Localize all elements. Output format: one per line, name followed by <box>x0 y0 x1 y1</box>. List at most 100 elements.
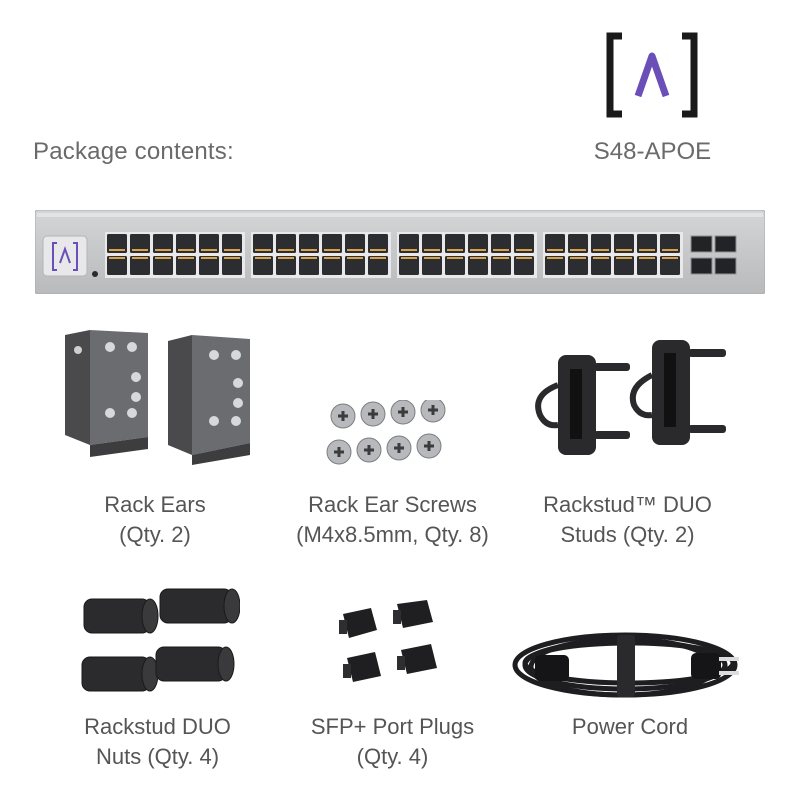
rj45-port <box>468 234 488 253</box>
rj45-port <box>153 234 173 253</box>
port-led-icon <box>493 257 509 259</box>
screw-cross-icon <box>368 409 378 419</box>
port-led-icon <box>178 257 194 259</box>
rj45-port <box>176 234 196 253</box>
rj45-port <box>253 256 273 275</box>
rj45-port <box>399 234 419 253</box>
rj45-port <box>276 256 296 275</box>
port-led-icon <box>470 249 486 251</box>
caption-rack-ear-screws: Rack Ear Screws(M4x8.5mm, Qty. 8) <box>296 492 489 547</box>
rj45-port <box>422 256 442 275</box>
rj45-port <box>591 256 611 275</box>
rj45-port <box>107 234 127 253</box>
port-led-icon <box>424 257 440 259</box>
sfp-plugs-icon <box>339 600 437 682</box>
page-title: Package contents: <box>33 138 234 165</box>
port-led-icon <box>662 249 678 251</box>
screw-cross-icon <box>334 447 344 457</box>
port-led-icon <box>401 249 417 251</box>
port-led-icon <box>493 249 509 251</box>
brand-logo-icon <box>606 32 698 118</box>
rj45-port <box>299 256 319 275</box>
rack-ears-icon <box>65 330 250 465</box>
rj45-port <box>253 234 273 253</box>
rj45-port <box>299 234 319 253</box>
port-led-icon <box>547 257 563 259</box>
port-led-icon <box>639 257 655 259</box>
rj45-port <box>514 234 534 253</box>
port-led-icon <box>224 257 240 259</box>
port-led-icon <box>224 249 240 251</box>
rj45-port <box>107 256 127 275</box>
rj45-port <box>153 256 173 275</box>
rj45-port <box>591 234 611 253</box>
rj45-port <box>399 256 419 275</box>
screw-cross-icon <box>424 441 434 451</box>
rj45-port <box>568 234 588 253</box>
screw-cross-icon <box>364 445 374 455</box>
port-led-icon <box>255 257 271 259</box>
rackstud-studs-icon <box>535 340 726 455</box>
port-led-icon <box>570 257 586 259</box>
port-led-icon <box>301 257 317 259</box>
rj45-port <box>545 234 565 253</box>
port-led-icon <box>447 249 463 251</box>
rj45-port <box>345 234 365 253</box>
rj45-port <box>568 256 588 275</box>
rj45-port <box>422 234 442 253</box>
rj45-port <box>491 256 511 275</box>
screw-cross-icon <box>394 443 404 453</box>
port-led-icon <box>424 249 440 251</box>
rj45-port <box>468 256 488 275</box>
port-led-icon <box>470 257 486 259</box>
caption-rack-ears: Rack Ears(Qty. 2) <box>104 492 206 547</box>
sfp-port-group <box>690 235 737 275</box>
port-led-icon <box>132 249 148 251</box>
port-led-icon <box>201 249 217 251</box>
port-led-icon <box>155 257 171 259</box>
rj45-port <box>199 256 219 275</box>
port-led-icon <box>570 249 586 251</box>
sfp-port <box>690 257 713 275</box>
screws-icon <box>326 400 446 465</box>
port-block <box>251 232 391 278</box>
rj45-port <box>276 234 296 253</box>
rj45-port <box>199 234 219 253</box>
sfp-port <box>714 257 737 275</box>
port-block <box>397 232 537 278</box>
port-led-icon <box>109 257 125 259</box>
port-led-icon <box>301 249 317 251</box>
port-led-icon <box>178 249 194 251</box>
caption-sfp-plugs: SFP+ Port Plugs(Qty. 4) <box>310 714 475 769</box>
rj45-port <box>130 256 150 275</box>
port-led-icon <box>324 257 340 259</box>
model-name: S48-APOE <box>593 138 712 165</box>
port-led-icon <box>132 257 148 259</box>
port-led-icon <box>547 249 563 251</box>
port-led-icon <box>347 257 363 259</box>
port-led-icon <box>662 257 678 259</box>
port-led-icon <box>201 257 217 259</box>
port-led-icon <box>255 249 271 251</box>
screw-cross-icon <box>428 405 438 415</box>
rj45-port <box>445 256 465 275</box>
rj45-port <box>491 234 511 253</box>
rj45-port <box>545 256 565 275</box>
port-led-icon <box>516 249 532 251</box>
port-led-icon <box>109 249 125 251</box>
rackstud-nuts-icon <box>81 588 240 692</box>
rj45-port <box>660 234 680 253</box>
port-led-icon <box>347 249 363 251</box>
rj45-port <box>514 256 534 275</box>
rj45-port <box>614 234 634 253</box>
rj45-port <box>345 256 365 275</box>
rj45-port <box>222 256 242 275</box>
port-led-icon <box>278 257 294 259</box>
port-led-icon <box>370 249 386 251</box>
rj45-port <box>445 234 465 253</box>
rj45-port-group <box>105 232 683 278</box>
port-led-icon <box>447 257 463 259</box>
port-led-icon <box>593 249 609 251</box>
port-led-icon <box>324 249 340 251</box>
